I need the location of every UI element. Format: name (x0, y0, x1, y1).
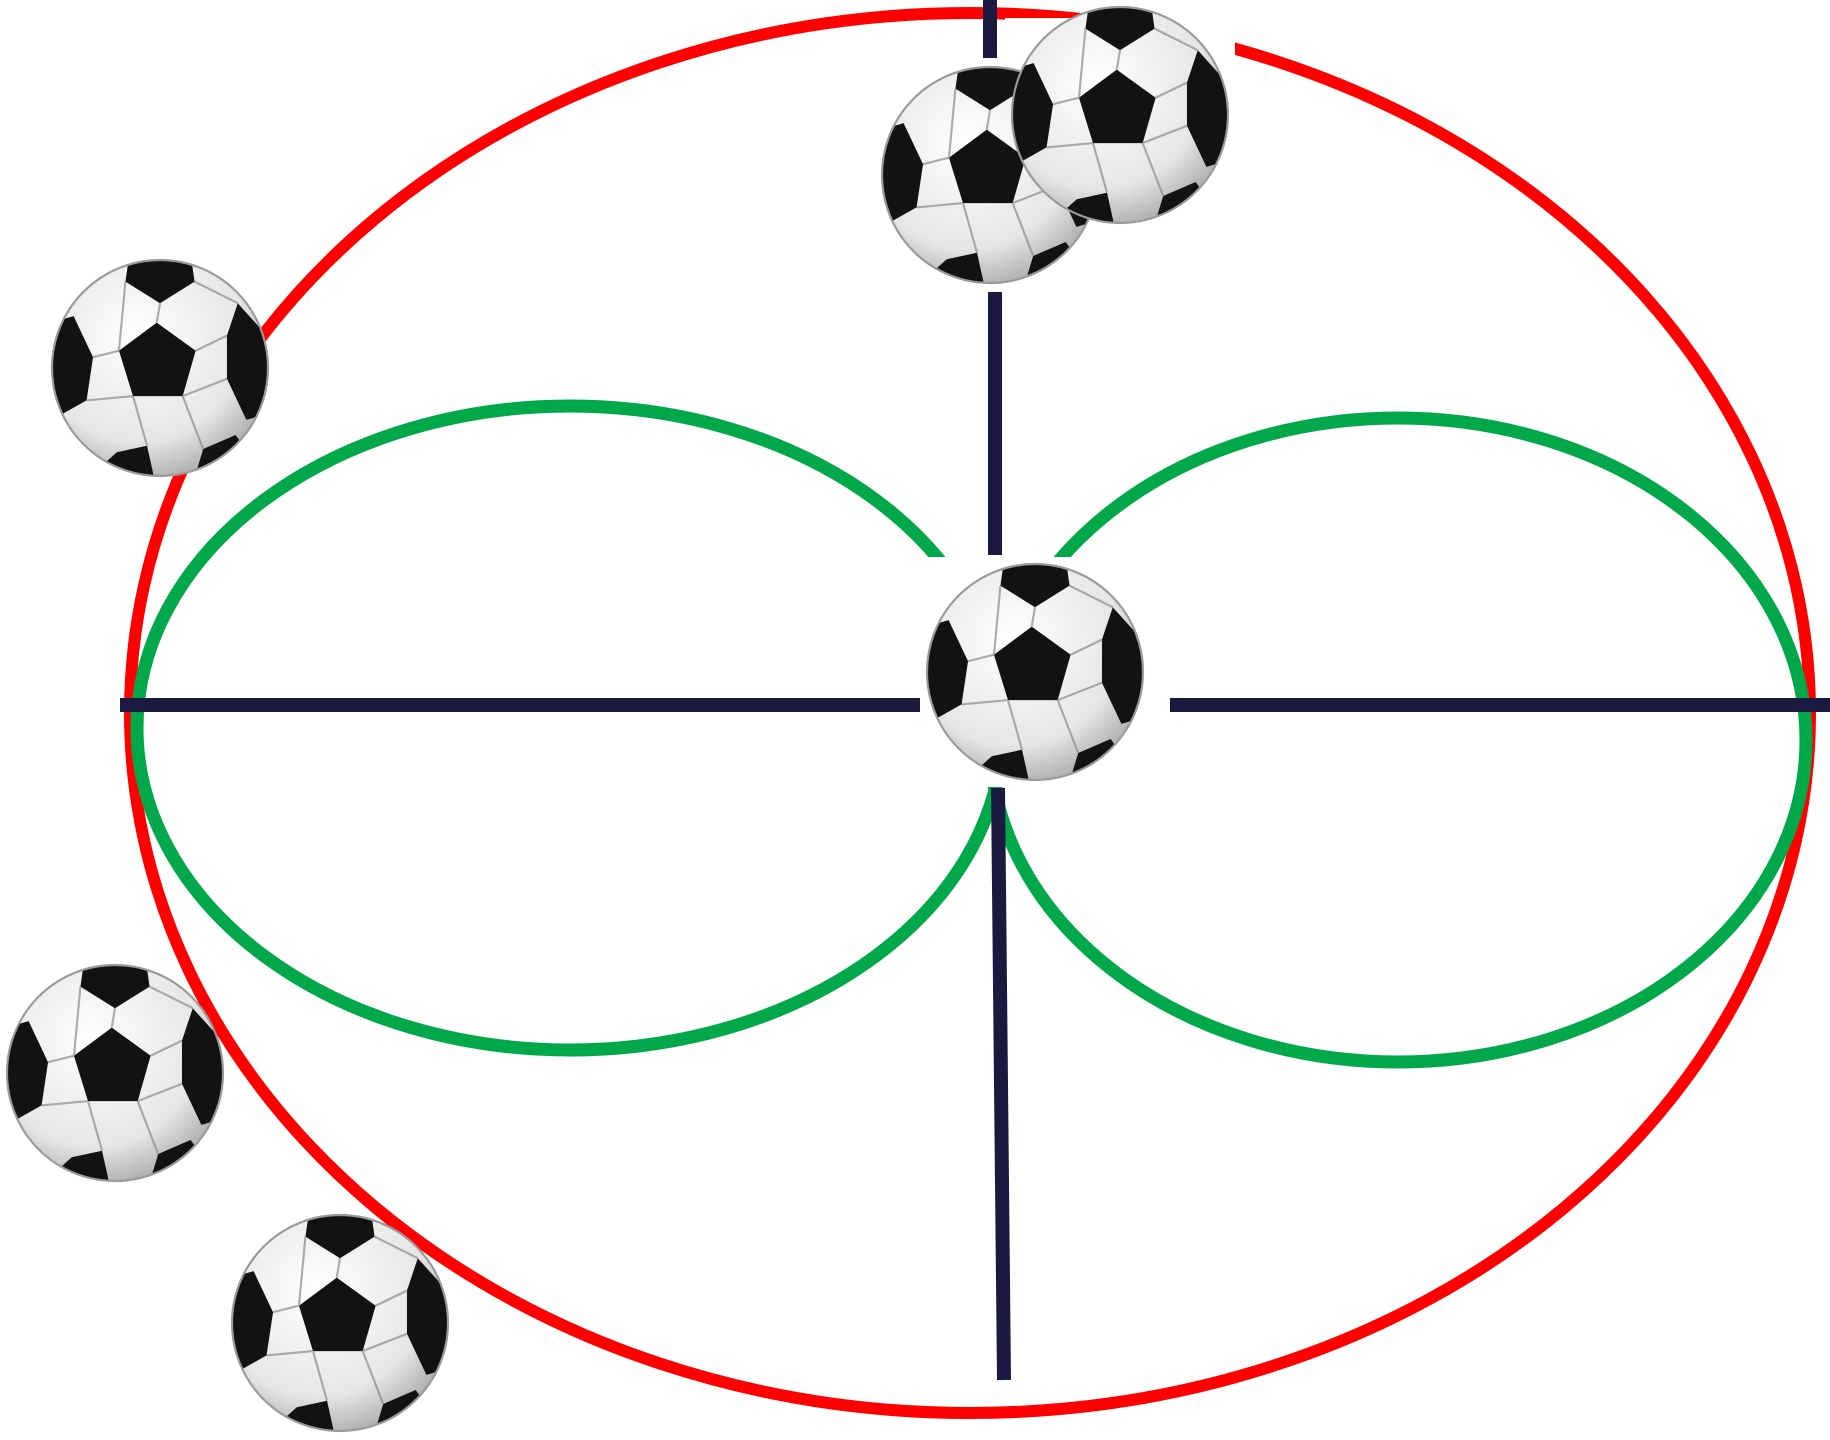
vertical-axis-lower (998, 788, 1004, 1380)
soccer-ball-icon (39, 251, 277, 489)
green-left-ellipse (137, 406, 1003, 1050)
